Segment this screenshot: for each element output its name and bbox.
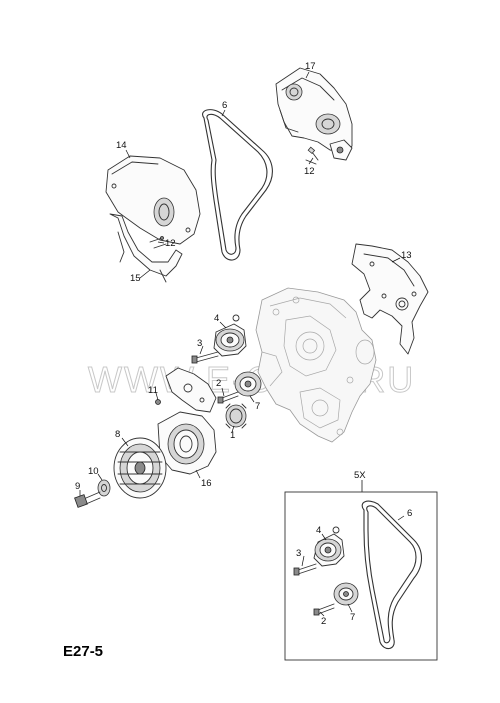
part-gasket bbox=[351, 243, 429, 355]
callout-1: 1 bbox=[230, 430, 235, 441]
part-bolt-12-middle bbox=[149, 236, 167, 249]
part-timing-belt bbox=[202, 109, 273, 261]
callout-9: 9 bbox=[75, 481, 80, 492]
part-lower-cover bbox=[109, 213, 183, 283]
part-bolt-2 bbox=[217, 391, 239, 404]
part-bolt-12-upper bbox=[305, 146, 319, 165]
part-seal-housing bbox=[157, 411, 217, 475]
part-tensioner-pulley bbox=[213, 314, 247, 357]
callout-3: 3 bbox=[197, 338, 202, 349]
callout-2: 2 bbox=[216, 378, 221, 389]
part-rear-timing-cover bbox=[275, 67, 353, 161]
callout-8: 8 bbox=[115, 429, 120, 440]
leader-lines bbox=[79, 71, 401, 496]
callout-12-middle: 12 bbox=[165, 238, 176, 249]
callout-10: 10 bbox=[88, 466, 99, 477]
callout-6: 6 bbox=[222, 100, 227, 111]
callout-14: 14 bbox=[116, 140, 127, 151]
part-backing-plate bbox=[155, 367, 217, 413]
inset-kit: 5X 4 3 2 7 6 bbox=[284, 470, 438, 661]
callout-4: 4 bbox=[214, 313, 219, 324]
engine-block bbox=[255, 287, 377, 443]
inset-callout-2: 2 bbox=[321, 616, 326, 627]
part-crank-bolt bbox=[74, 491, 101, 508]
inset-callout-7: 7 bbox=[350, 612, 355, 623]
inset-callout-4: 4 bbox=[316, 525, 321, 536]
inset-label: 5X bbox=[354, 470, 366, 481]
callout-16: 16 bbox=[201, 478, 212, 489]
callout-12-upper: 12 bbox=[304, 166, 315, 177]
diagram-code: E27-5 bbox=[63, 643, 103, 660]
callout-11: 11 bbox=[148, 385, 158, 396]
part-front-timing-cover bbox=[105, 155, 201, 245]
callout-15: 15 bbox=[130, 273, 141, 284]
part-washer bbox=[97, 479, 111, 497]
part-crank-pulley bbox=[113, 437, 167, 499]
callout-7: 7 bbox=[255, 401, 260, 412]
part-bolt-3 bbox=[191, 351, 219, 364]
part-crank-sprocket bbox=[225, 403, 247, 429]
inset-callout-3: 3 bbox=[296, 548, 301, 559]
inset-callout-6: 6 bbox=[407, 508, 412, 519]
part-idler-pulley bbox=[234, 371, 262, 397]
callout-labels: 17 6 12 14 12 13 15 4 3 2 7 11 1 8 16 10… bbox=[75, 61, 412, 492]
callout-17: 17 bbox=[305, 61, 316, 72]
callout-13: 13 bbox=[401, 250, 412, 261]
